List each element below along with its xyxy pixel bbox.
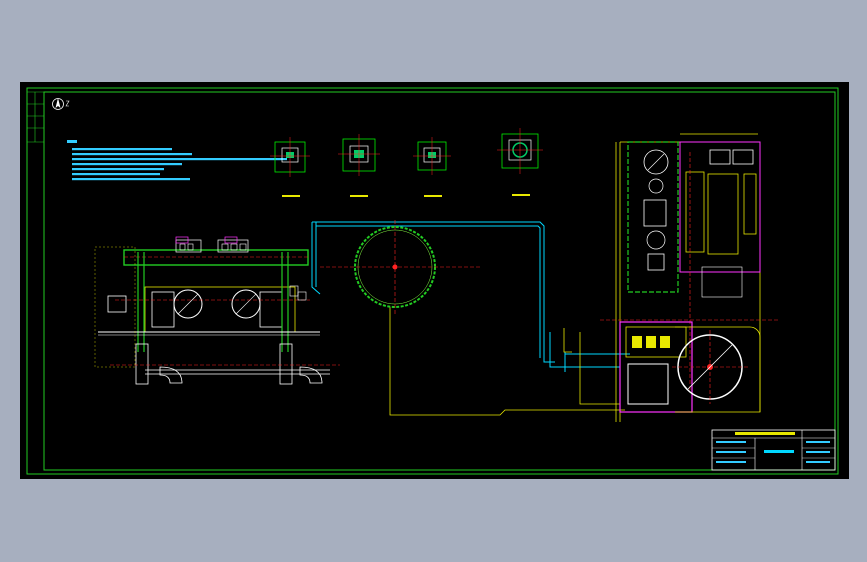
section-detail-3: [413, 137, 451, 197]
yellow-lines: [389, 133, 761, 422]
general-notes: [67, 140, 287, 181]
section-detail-2: [338, 134, 380, 197]
cad-viewport[interactable]: [20, 82, 849, 479]
outer-frame: [26, 87, 839, 475]
inner-frame: [43, 91, 836, 471]
pipelines: [311, 221, 630, 372]
left-plant: [94, 236, 340, 385]
cad-drawing: [26, 87, 839, 475]
clarifier-tank: [320, 220, 480, 314]
title-block: [711, 429, 836, 471]
right-plant: [600, 141, 780, 413]
section-detail-1: [270, 137, 310, 197]
north-arrow-icon: [52, 98, 70, 110]
section-detail-4: [497, 128, 543, 196]
binding-strip: [27, 91, 44, 143]
